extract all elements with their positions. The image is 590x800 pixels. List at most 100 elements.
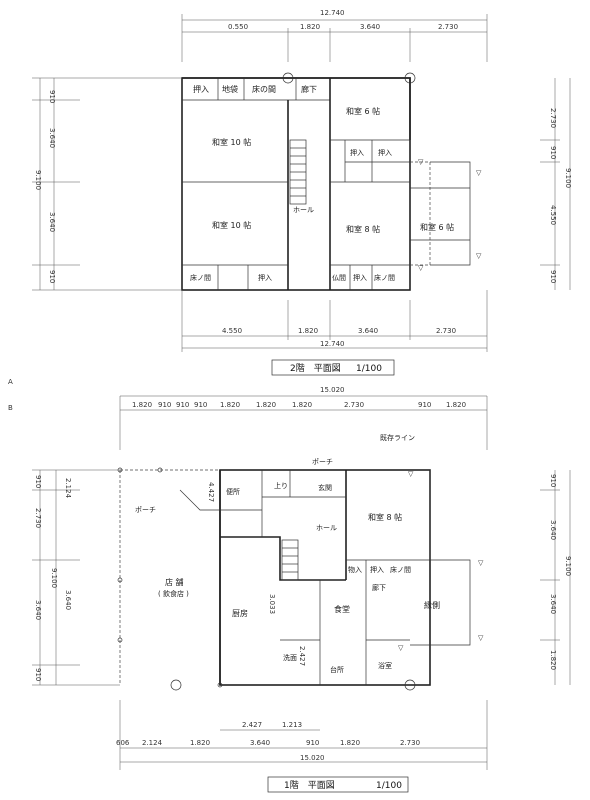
upper-oshiire-a: 押入: [193, 84, 209, 94]
ground-oshiire: 押入: [370, 565, 384, 574]
ground-dim-top-8: 910: [418, 401, 431, 409]
ground-dim-bottom-5: 1.820: [340, 739, 360, 747]
upper-scale: 1/100: [356, 364, 382, 374]
ground-dim-inner-b: 3.033: [268, 594, 276, 614]
ground-dim-right-0: 910: [549, 474, 557, 487]
upper-hall: ホール: [293, 206, 314, 214]
upper-dim-right-0: 2.730: [549, 108, 557, 128]
ground-dim-top-2: 910: [176, 401, 189, 409]
upper-dim-top-2: 3.640: [360, 23, 380, 31]
ground-veranda: [410, 559, 471, 646]
ground-dim-inner-c: 2.427: [298, 646, 306, 666]
svg-text:▽: ▽: [476, 169, 482, 177]
ground-dim-left-inner-1: 3.640: [64, 590, 72, 610]
svg-text:▽: ▽: [478, 634, 484, 642]
ground-hall: ホール: [316, 524, 337, 532]
ground-title-box: [267, 776, 409, 793]
ground-tenpo: 店 舗: [165, 577, 184, 587]
upper-butsuma: 仏間: [332, 274, 346, 282]
ground-existing-line: 既存ライン: [380, 433, 415, 442]
ground-total-top: 15.020: [320, 386, 345, 394]
upper-dim-right-3: 910: [549, 270, 557, 283]
ground-dim-bottom-3: 3.640: [250, 739, 270, 747]
svg-text:▽: ▽: [418, 158, 424, 166]
svg-text:▽: ▽: [398, 644, 404, 652]
upper-washitsu-10-a: 和室 10 帖: [212, 137, 251, 147]
upper-dim-bottom-1: 1.820: [298, 327, 318, 335]
ground-dim-top-0: 1.820: [132, 401, 152, 409]
upper-tokonoma: 床の間: [252, 84, 276, 94]
ground-dim-inner-a: 4.427: [207, 482, 215, 502]
svg-text:▽: ▽: [478, 559, 484, 567]
upper-washitsu-10-b: 和室 10 帖: [212, 220, 251, 230]
ground-porch-left: ポーチ: [135, 506, 156, 514]
margin-mark-b: B: [8, 404, 13, 412]
ground-dim-top-9: 1.820: [446, 401, 466, 409]
upper-dim-right-1: 910: [549, 146, 557, 159]
ground-scale: 1/100: [376, 781, 402, 791]
ground-total-right: 9.100: [564, 556, 572, 576]
ground-genkan: 玄関: [318, 483, 332, 492]
ground-dim-bottom-1: 2.124: [142, 739, 163, 747]
svg-text:▽: ▽: [476, 252, 482, 260]
ground-dim-top-5: 1.820: [256, 401, 276, 409]
upper-oshiire-c: 押入: [378, 148, 392, 157]
ground-outline: [219, 469, 431, 686]
ground-engawa: 縁側: [424, 600, 440, 610]
ground-total-left: 9.100: [50, 568, 58, 588]
upper-title-box: [271, 359, 395, 376]
ground-dim-left-3: 910: [34, 668, 42, 681]
ground-tenpo-sub: ( 飲食店 ): [158, 589, 189, 598]
margin-mark-a: A: [8, 378, 13, 386]
upper-dim-top-3: 2.730: [438, 23, 458, 31]
ground-dim-right-1: 3.640: [549, 520, 557, 540]
upper-jibukuro: 地袋: [222, 84, 238, 94]
upper-dim-bottom-3: 2.730: [436, 327, 456, 335]
ground-dim-bottom-inner-1: 1.213: [282, 721, 302, 729]
upper-total-top: 12.740: [320, 9, 345, 17]
upper-oshiire-b: 押入: [350, 148, 364, 157]
ground-ben: 便所: [226, 487, 240, 496]
upper-washitsu-6-side: 和室 6 帖: [420, 222, 454, 232]
ground-dim-top-7: 2.730: [344, 401, 364, 409]
ground-dim-bottom-4: 910: [306, 739, 319, 747]
ground-dim-top-3: 910: [194, 401, 207, 409]
ground-mono-ire: 物入: [348, 565, 362, 574]
upper-dim-left-3: 910: [48, 270, 56, 283]
ground-dim-left-inner-0: 2.124: [64, 478, 72, 499]
svg-text:▽: ▽: [418, 264, 424, 272]
upper-total-right: 9.100: [564, 168, 572, 188]
upper-washitsu-6-top: 和室 6 帖: [346, 106, 380, 116]
ground-daidokoro: 台所: [330, 665, 344, 674]
ground-dim-top-6: 1.820: [292, 401, 312, 409]
upper-dim-left-2: 3.640: [48, 212, 56, 232]
upper-title: 2階 平面図: [290, 363, 341, 374]
upper-rouka: 廊下: [301, 84, 317, 94]
upper-toko-right: 床ノ間: [374, 273, 395, 282]
ground-dim-top-4: 1.820: [220, 401, 240, 409]
ground-total-bottom: 15.020: [300, 754, 325, 762]
ground-floor-plan: 15.020 1.820 910 910 910 1.820 1.820 1.8…: [32, 386, 572, 793]
upper-stair: [289, 139, 307, 205]
upper-toko-bottom: 床ノ間: [190, 273, 211, 282]
upper-washitsu-8: 和室 8 帖: [346, 224, 380, 234]
upper-dim-right-2: 4.550: [549, 205, 557, 225]
ground-dim-right-3: 1.820: [549, 650, 557, 670]
ground-senmen: 洗面: [283, 653, 297, 662]
ground-dim-bottom-2: 1.820: [190, 739, 210, 747]
ground-dim-bottom-0: 606: [116, 739, 130, 747]
svg-text:▽: ▽: [408, 470, 414, 478]
ground-stair: [281, 539, 299, 581]
ground-washitsu-8: 和室 8 帖: [368, 512, 402, 522]
ground-dim-left-2: 3.640: [34, 600, 42, 620]
ground-toko: 床ノ間: [390, 565, 411, 574]
ground-dim-bottom-6: 2.730: [400, 739, 420, 747]
upper-oshiire-d: 押入: [258, 273, 272, 282]
ground-rouka: 廊下: [372, 583, 386, 592]
ground-dim-top-1: 910: [158, 401, 171, 409]
upper-dim-top-1: 1.820: [300, 23, 320, 31]
ground-kaidan: 上り: [274, 481, 288, 490]
upper-total-bottom: 12.740: [320, 340, 345, 348]
upper-floor-plan: 12.740 0.550 1.820 3.640 2.730: [32, 9, 572, 376]
